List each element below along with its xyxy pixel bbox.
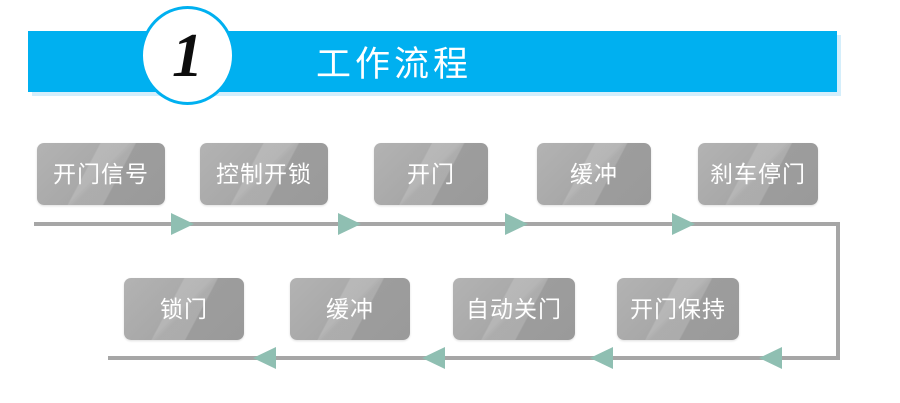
flow-node-label: 缓冲 [570,160,618,187]
arrow-left-icon [759,347,782,369]
arrow-left-icon [590,347,613,369]
flow-node-label: 缓冲 [326,295,374,322]
flow-node-label: 开门 [407,160,455,187]
arrow-right-icon [672,213,695,235]
flow-node-label: 开门信号 [53,160,149,187]
flow-node: 缓冲 [537,143,651,205]
flow-connector-line [34,222,840,226]
flow-node: 开门 [374,143,488,205]
arrow-right-icon [338,213,361,235]
flow-node-label: 刹车停门 [710,160,806,187]
arrow-left-icon [422,347,445,369]
flow-node-label: 开门保持 [630,295,726,322]
flow-node: 控制开锁 [200,143,328,205]
flow-connector-line [108,356,840,360]
flow-node: 自动关门 [453,278,575,340]
flow-node: 缓冲 [290,278,410,340]
header: 1 工作流程 [0,0,900,120]
arrow-right-icon [505,213,528,235]
section-number-text: 1 [172,21,203,90]
flow-node-label: 自动关门 [466,295,562,322]
flow-node: 开门保持 [617,278,739,340]
section-number-badge: 1 [140,6,235,105]
flow-node: 刹车停门 [698,143,818,205]
flow-connector-vertical [836,222,840,360]
arrow-right-icon [171,213,194,235]
arrow-left-icon [253,347,276,369]
flow-node-label: 锁门 [160,295,208,322]
flow-node: 开门信号 [37,143,165,205]
flow-node: 锁门 [124,278,244,340]
page-title: 工作流程 [316,45,473,84]
flow-node-label: 控制开锁 [216,160,312,187]
